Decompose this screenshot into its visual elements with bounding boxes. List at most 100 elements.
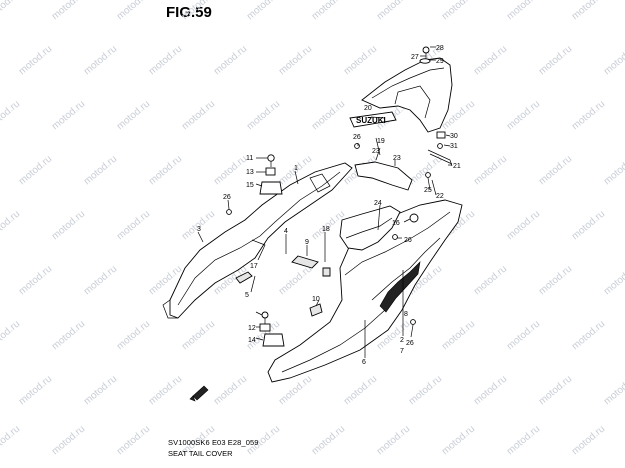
- leader-lines: [197, 46, 452, 358]
- watermark-text: motod.ru: [570, 424, 607, 458]
- watermark-text: motod.ru: [310, 424, 347, 458]
- watermark-text: motod.ru: [17, 44, 54, 78]
- watermark-text: motod.ru: [245, 99, 282, 133]
- front-arrow-icon: [189, 385, 209, 402]
- callout-24: 24: [374, 200, 382, 207]
- watermark-text: motod.ru: [505, 319, 542, 353]
- watermark-text: motod.ru: [115, 0, 152, 22]
- watermark-text: motod.ru: [115, 319, 152, 353]
- seat-cowl: [361, 57, 453, 133]
- figure-title: FIG.59: [166, 4, 212, 21]
- callout-6: 6: [362, 359, 366, 366]
- diagram-caption: SEAT TAIL COVER: [168, 449, 233, 458]
- callout-20: 20: [364, 105, 372, 112]
- callout-10: 10: [312, 296, 320, 303]
- watermark-text: motod.ru: [180, 0, 217, 22]
- watermark-text: motod.ru: [472, 264, 509, 298]
- watermark-layer: motod.ru motod.ru motod.ru motod.ru motod.ru…: [0, 0, 625, 457]
- watermark-text: motod.ru: [82, 154, 119, 188]
- tail-pad-part: [235, 255, 331, 317]
- watermark-text: motod.ru: [570, 0, 607, 22]
- callout-2: 2: [400, 337, 404, 344]
- watermark-text: motod.ru: [50, 319, 87, 353]
- callout-17: 17: [250, 263, 258, 270]
- callout-26d: 26: [406, 340, 414, 347]
- fasteners: [226, 46, 446, 347]
- callout-27: 27: [411, 54, 419, 61]
- watermark-text: motod.ru: [180, 319, 217, 353]
- watermark-text: motod.ru: [180, 99, 217, 133]
- callout-19: 19: [377, 138, 385, 145]
- watermark-text: motod.ru: [0, 319, 22, 353]
- suzuki-emblem: SUZUKI: [349, 111, 397, 128]
- watermark-text: motod.ru: [82, 44, 119, 78]
- watermark-text: motod.ru: [472, 44, 509, 78]
- watermark-text: motod.ru: [505, 424, 542, 458]
- watermark-text: motod.ru: [602, 44, 625, 78]
- callout-8: 8: [404, 311, 408, 318]
- callout-25: 25: [424, 187, 432, 194]
- callout-numbers: 1 2 3 4 5 6 7 8 9 10 11 12 13 14 15 16 1…: [197, 45, 461, 366]
- watermark-text: motod.ru: [50, 209, 87, 243]
- watermark-text: motod.ru: [0, 209, 22, 243]
- watermark-text: motod.ru: [440, 424, 477, 458]
- watermark-text: motod.ru: [82, 374, 119, 408]
- watermark-text: motod.ru: [147, 154, 184, 188]
- watermark-text: motod.ru: [472, 154, 509, 188]
- callout-23a: 23: [372, 148, 380, 155]
- watermark-text: motod.ru: [212, 374, 249, 408]
- watermark-text: motod.ru: [245, 0, 282, 22]
- watermark-text: motod.ru: [505, 99, 542, 133]
- watermark-text: motod.ru: [342, 44, 379, 78]
- watermark-text: motod.ru: [602, 154, 625, 188]
- callout-3: 3: [197, 226, 201, 233]
- callout-26c: 26: [404, 237, 412, 244]
- callout-16: 16: [392, 220, 400, 227]
- tail-cover-main: [267, 199, 463, 383]
- watermark-text: motod.ru: [277, 264, 314, 298]
- watermark-text: motod.ru: [50, 0, 87, 22]
- watermark-text: motod.ru: [602, 374, 625, 408]
- watermark-text: motod.ru: [212, 154, 249, 188]
- watermark-text: motod.ru: [17, 374, 54, 408]
- callout-15: 15: [246, 182, 254, 189]
- watermark-text: motod.ru: [440, 0, 477, 22]
- watermark-text: motod.ru: [537, 154, 574, 188]
- emblem-text: SUZUKI: [356, 116, 386, 125]
- watermark-text: motod.ru: [570, 209, 607, 243]
- callout-14: 14: [248, 337, 256, 344]
- watermark-text: motod.ru: [0, 424, 22, 458]
- watermark-text: motod.ru: [505, 0, 542, 22]
- watermark-text: motod.ru: [0, 0, 22, 22]
- watermark-text: motod.ru: [17, 264, 54, 298]
- watermark-text: motod.ru: [440, 319, 477, 353]
- seat-rail-cover: [162, 162, 353, 319]
- callout-26b: 26: [223, 194, 231, 201]
- callout-13: 13: [246, 169, 254, 176]
- watermark-text: motod.ru: [115, 424, 152, 458]
- callout-7: 7: [400, 348, 404, 355]
- callout-22: 22: [436, 193, 444, 200]
- watermark-text: motod.ru: [375, 424, 412, 458]
- callout-30: 30: [450, 133, 458, 140]
- watermark-text: motod.ru: [602, 264, 625, 298]
- watermark-text: motod.ru: [115, 209, 152, 243]
- watermark-text: motod.ru: [375, 0, 412, 22]
- watermark-text: motod.ru: [277, 44, 314, 78]
- watermark-text: motod.ru: [17, 154, 54, 188]
- watermark-text: motod.ru: [212, 44, 249, 78]
- watermark-text: motod.ru: [407, 374, 444, 408]
- grab-rod: [427, 149, 453, 167]
- callout-5: 5: [245, 292, 249, 299]
- callout-11: 11: [246, 155, 253, 162]
- callout-23b: 23: [393, 155, 401, 162]
- watermark-text: motod.ru: [472, 374, 509, 408]
- callout-28: 28: [436, 45, 444, 52]
- watermark-text: motod.ru: [537, 264, 574, 298]
- watermark-text: motod.ru: [50, 99, 87, 133]
- watermark-text: motod.ru: [147, 44, 184, 78]
- watermark-text: motod.ru: [537, 374, 574, 408]
- watermark-text: motod.ru: [505, 209, 542, 243]
- watermark-text: motod.ru: [537, 44, 574, 78]
